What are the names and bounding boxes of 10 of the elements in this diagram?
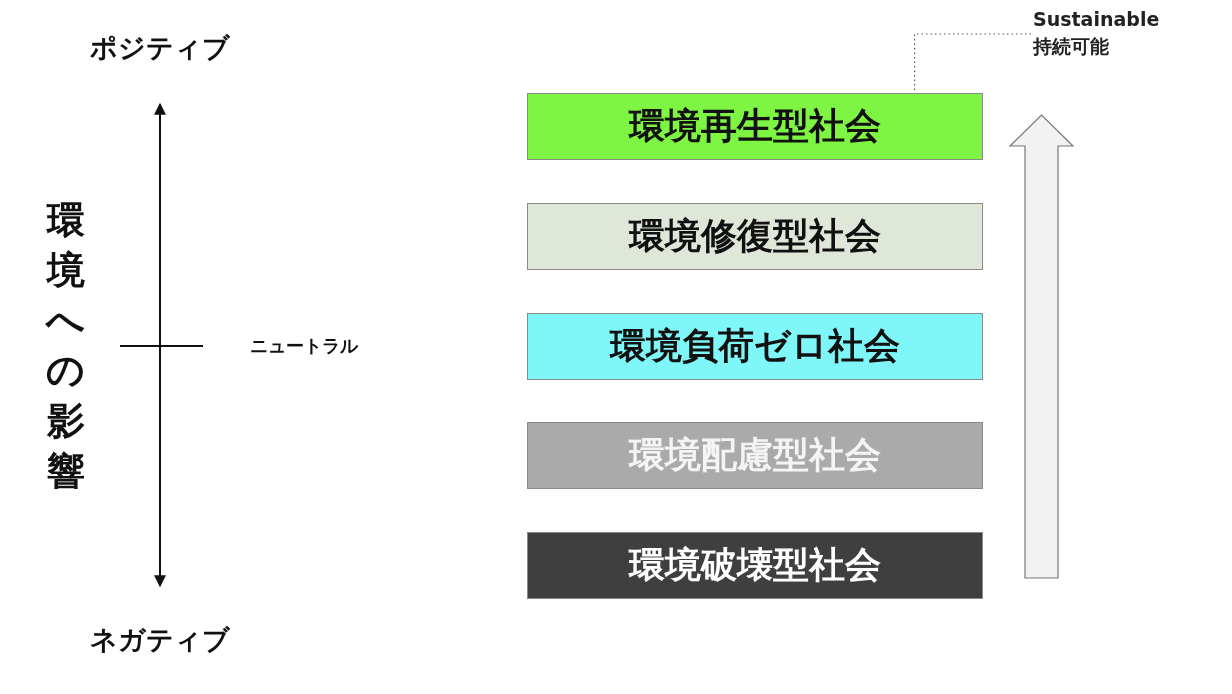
axis-title: 環境への影響 [46,197,86,495]
stage-box: 環境配慮型社会 [527,422,983,489]
stage-box: 環境負荷ゼロ社会 [527,313,983,380]
stage-box: 環境再生型社会 [527,93,983,160]
axis-label: ポジティブ [90,31,230,65]
axis-label: ニュートラル [250,334,358,358]
annotation-text: Sustainable 持続可能 [1033,6,1183,60]
axis-label: ネガティブ [90,623,230,657]
stage-box: 環境修復型社会 [527,203,983,270]
stage-box: 環境破壊型社会 [527,532,983,599]
